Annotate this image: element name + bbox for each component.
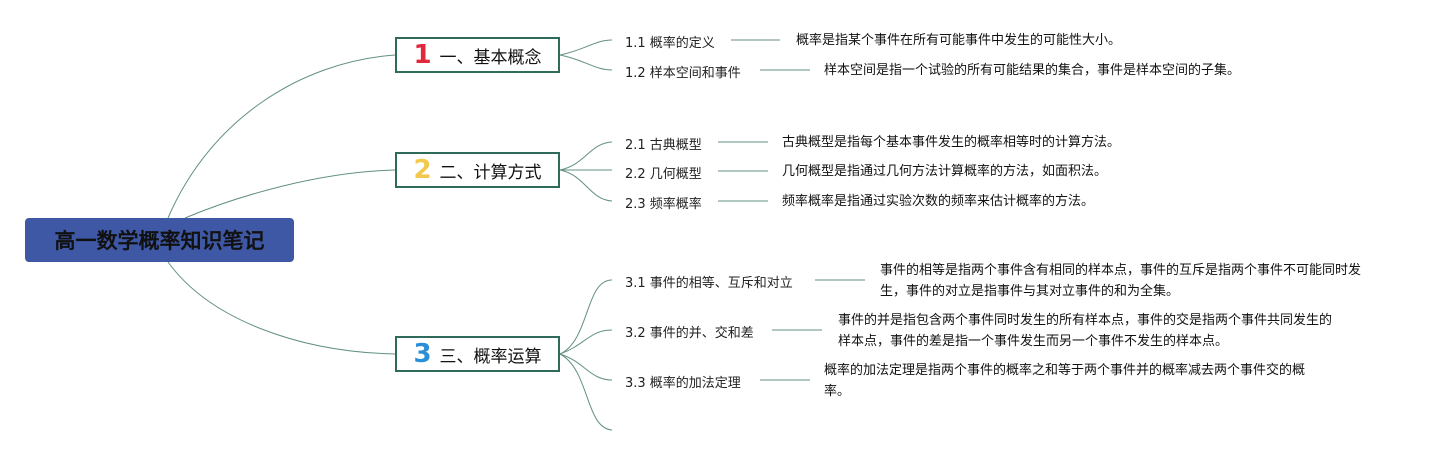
link-b3-s1: [559, 279, 613, 355]
link-b3-s2: [559, 329, 613, 355]
subtopic-3-1[interactable]: 3.1 事件的相等、互斥和对立: [625, 276, 793, 291]
branch-3-label: 三、概率运算: [439, 346, 542, 367]
subtopic-3-2[interactable]: 3.2 事件的并、交和差: [625, 326, 754, 341]
link-root-branch2: [184, 169, 396, 219]
number-three-icon: 3: [413, 339, 432, 369]
link-b3-s3: [559, 353, 613, 381]
desc-1-2: 样本空间是指一个试验的所有可能结果的集合，事件是样本空间的子集。: [824, 63, 1241, 78]
subtopic-1-2[interactable]: 1.2 样本空间和事件: [625, 66, 741, 81]
branch-2-label: 二、计算方式: [439, 162, 542, 183]
subtopic-1-1[interactable]: 1.1 概率的定义: [625, 36, 715, 51]
link-b1-s1: [559, 39, 613, 56]
root-title: 高一数学概率知识笔记: [54, 229, 265, 253]
branch-2-calculation-methods[interactable]: 2 二、计算方式: [395, 152, 560, 188]
branch-3-probability-operations[interactable]: 3 三、概率运算: [395, 336, 560, 372]
desc-2-1: 古典概型是指每个基本事件发生的概率相等时的计算方法。: [782, 135, 1121, 150]
subtopic-3-3[interactable]: 3.3 概率的加法定理: [625, 376, 741, 391]
desc-3-3: 概率的加法定理是指两个事件的概率之和等于两个事件并的概率减去两个事件交的概率。: [824, 363, 1306, 399]
link-root-branch1: [167, 54, 396, 219]
number-one-icon: 1: [413, 40, 432, 70]
branch-1-basic-concepts[interactable]: 1 一、基本概念: [395, 37, 560, 73]
desc-3-2: 事件的并是指包含两个事件同时发生的所有样本点，事件的交是指两个事件共同发生的样本…: [838, 313, 1333, 349]
link-b3-s4: [559, 353, 613, 431]
root-topic[interactable]: 高一数学概率知识笔记: [25, 218, 294, 262]
link-b2-s1: [559, 141, 613, 171]
subtopic-2-1[interactable]: 2.1 古典概型: [625, 138, 702, 153]
number-two-icon: 2: [413, 155, 432, 185]
desc-1-1: 概率是指某个事件在所有可能事件中发生的可能性大小。: [796, 33, 1122, 48]
subtopic-2-3[interactable]: 2.3 频率概率: [625, 197, 702, 212]
link-b1-s2: [559, 54, 613, 71]
link-root-branch3: [167, 261, 396, 355]
subtopic-2-2[interactable]: 2.2 几何概型: [625, 167, 702, 182]
desc-3-1: 事件的相等是指两个事件含有相同的样本点，事件的互斥是指两个事件不可能同时发生，事…: [880, 263, 1362, 299]
branch-1-label: 一、基本概念: [439, 47, 542, 68]
desc-2-3: 频率概率是指通过实验次数的频率来估计概率的方法。: [782, 194, 1095, 209]
link-b2-s3: [559, 169, 613, 202]
desc-2-2: 几何概型是指通过几何方法计算概率的方法，如面积法。: [782, 164, 1108, 179]
